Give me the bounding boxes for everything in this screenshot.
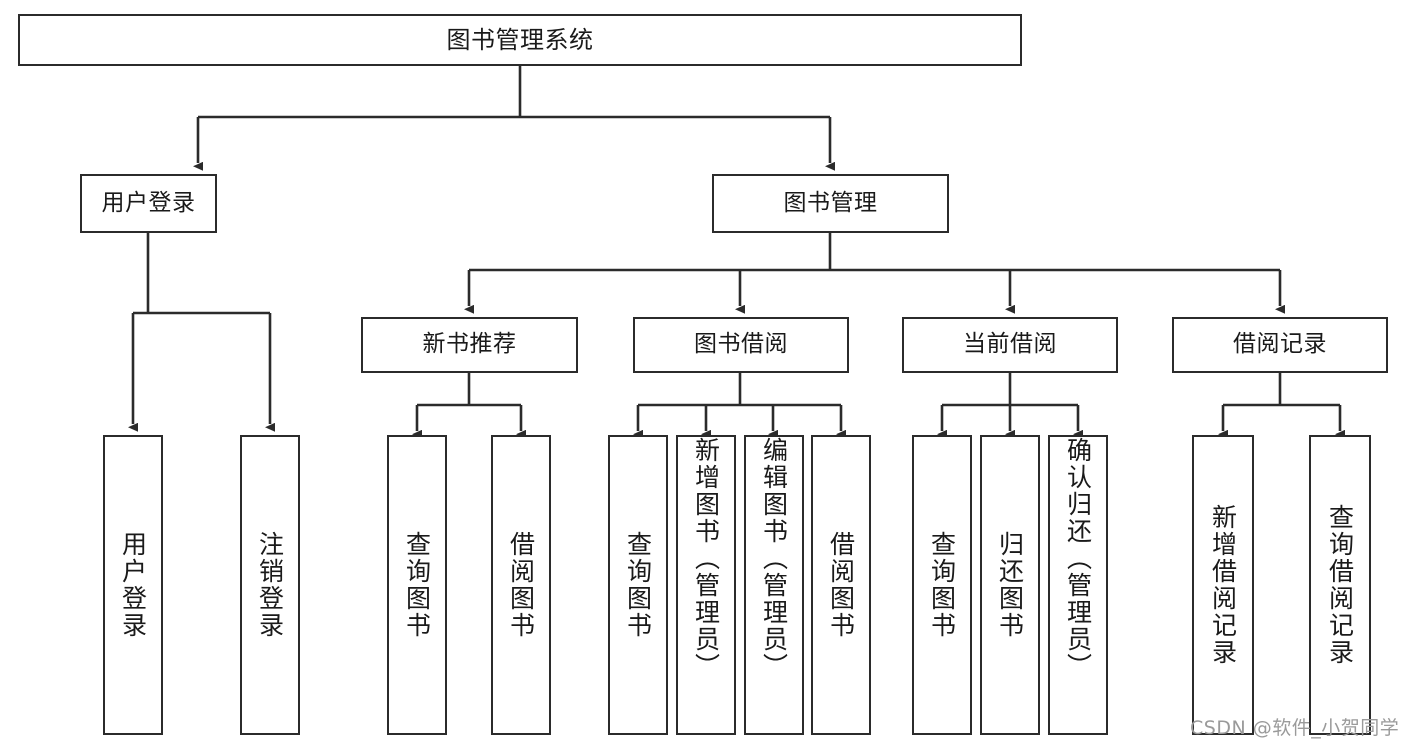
node-label: 图书管理: [783, 189, 878, 216]
node-label: 确认归还（管理员）: [1063, 437, 1093, 680]
node-leaf-query-book-recommend[interactable]: 查询图书: [387, 435, 447, 735]
node-current-borrow[interactable]: 当前借阅: [902, 317, 1118, 373]
node-leaf-edit-book-admin[interactable]: 编辑图书（管理员）: [744, 435, 804, 735]
node-leaf-logout-login[interactable]: 注销登录: [240, 435, 300, 735]
node-leaf-query-borrow-record[interactable]: 查询借阅记录: [1309, 435, 1371, 735]
node-leaf-add-book-admin[interactable]: 新增图书（管理员）: [676, 435, 736, 735]
node-leaf-query-book-current[interactable]: 查询图书: [912, 435, 972, 735]
node-book-borrow[interactable]: 图书借阅: [633, 317, 849, 373]
node-leaf-add-borrow-record[interactable]: 新增借阅记录: [1192, 435, 1254, 735]
node-leaf-return-book[interactable]: 归还图书: [980, 435, 1040, 735]
node-root-book-management-system[interactable]: 图书管理系统: [18, 14, 1022, 66]
node-user-login[interactable]: 用户登录: [80, 174, 217, 233]
node-leaf-confirm-return-admin[interactable]: 确认归还（管理员）: [1048, 435, 1108, 735]
node-label: 新书推荐: [422, 331, 517, 358]
node-label: 图书借阅: [694, 331, 788, 358]
node-leaf-user-login[interactable]: 用户登录: [103, 435, 163, 735]
node-leaf-borrow-book-recommend[interactable]: 借阅图书: [491, 435, 551, 735]
node-label: 新增图书（管理员）: [691, 437, 721, 680]
node-label: 归还图书: [995, 531, 1025, 639]
node-label: 查询借阅记录: [1325, 504, 1355, 666]
node-leaf-borrow-book-borrow[interactable]: 借阅图书: [811, 435, 871, 735]
node-label: 借阅图书: [826, 531, 856, 639]
node-label: 借阅记录: [1233, 331, 1327, 358]
node-label: 新增借阅记录: [1208, 504, 1238, 666]
node-label: 用户登录: [118, 531, 148, 639]
node-label: 当前借阅: [963, 331, 1057, 358]
node-label: 查询图书: [623, 531, 653, 639]
node-borrow-record[interactable]: 借阅记录: [1172, 317, 1388, 373]
node-label: 编辑图书（管理员）: [759, 437, 789, 680]
node-label: 注销登录: [255, 531, 285, 639]
node-label: 查询图书: [402, 531, 432, 639]
node-label: 借阅图书: [506, 531, 536, 639]
node-label: 查询图书: [927, 531, 957, 639]
node-new-book-recommend[interactable]: 新书推荐: [361, 317, 578, 373]
node-leaf-query-book-borrow[interactable]: 查询图书: [608, 435, 668, 735]
node-label: 用户登录: [101, 189, 196, 216]
node-label: 图书管理系统: [446, 25, 594, 54]
node-book-manage[interactable]: 图书管理: [712, 174, 949, 233]
